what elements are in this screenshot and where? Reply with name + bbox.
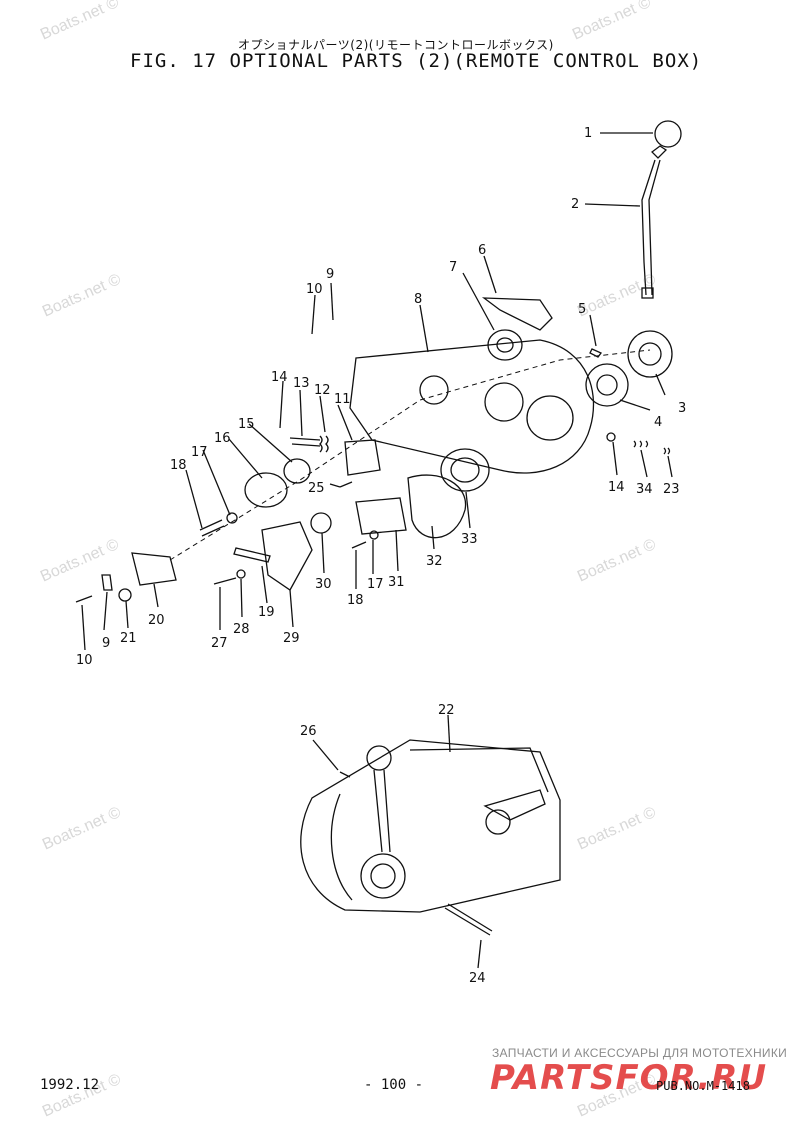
spring-part xyxy=(319,435,329,453)
brand-tagline: ЗАПЧАСТИ И АКСЕССУАРЫ ДЛЯ МОТОТЕХНИКИ xyxy=(492,1046,788,1060)
callout-14: 14 xyxy=(271,370,288,385)
callout-18: 18 xyxy=(170,458,187,473)
callout-10: 10 xyxy=(76,653,93,668)
callout-10: 10 xyxy=(306,282,323,297)
cam-plate-part xyxy=(261,521,313,591)
callout-2: 2 xyxy=(571,197,579,212)
arm-part xyxy=(481,297,553,331)
footer-page-number: - 100 - xyxy=(364,1077,424,1093)
callout-9: 9 xyxy=(102,636,110,651)
callout-26: 26 xyxy=(300,724,317,739)
callout-34: 34 xyxy=(636,482,653,497)
footer-date: 1992.12 xyxy=(40,1077,100,1093)
bush-part xyxy=(310,512,332,534)
lever-top xyxy=(651,145,668,159)
brand-logo: PARTSFOR.RU xyxy=(490,1058,768,1098)
assembled-control-box xyxy=(300,739,561,913)
callout-4: 4 xyxy=(654,415,662,430)
bolt-part xyxy=(199,519,225,537)
callout-6: 6 xyxy=(478,243,486,258)
bracket-part xyxy=(131,552,177,586)
callout-27: 27 xyxy=(211,636,228,651)
callout-25: 25 xyxy=(308,481,325,496)
callout-15: 15 xyxy=(238,417,255,432)
callout-30: 30 xyxy=(315,577,332,592)
pin-part xyxy=(289,437,321,447)
callout-31: 31 xyxy=(388,575,405,590)
callout-17: 17 xyxy=(367,577,384,592)
callout-24: 24 xyxy=(469,971,486,986)
callout-32: 32 xyxy=(426,554,443,569)
cam-lever-part xyxy=(233,547,271,563)
pin-part xyxy=(589,348,603,358)
plate-part xyxy=(344,439,381,476)
callout-29: 29 xyxy=(283,631,300,646)
figure-subtitle-japanese: オプショナルパーツ(2)(リモートコントロールボックス) xyxy=(238,38,554,52)
callout-19: 19 xyxy=(258,605,275,620)
gear-part xyxy=(407,474,467,539)
callout-9: 9 xyxy=(326,267,334,282)
callout-33: 33 xyxy=(461,532,478,547)
callout-3: 3 xyxy=(678,401,686,416)
callout-14: 14 xyxy=(608,480,625,495)
callout-8: 8 xyxy=(414,292,422,307)
callout-23: 23 xyxy=(663,482,680,497)
callout-28: 28 xyxy=(233,622,250,637)
figure-title: FIG. 17 OPTIONAL PARTS (2)(REMOTE CONTRO… xyxy=(130,50,703,72)
callout-13: 13 xyxy=(293,376,310,391)
knob-part xyxy=(654,120,682,148)
ring-part xyxy=(440,448,490,492)
lever-tip xyxy=(641,287,654,299)
callout-12: 12 xyxy=(314,383,331,398)
callout-18: 18 xyxy=(347,593,364,608)
assembled-arm xyxy=(483,789,546,821)
callout-7: 7 xyxy=(449,260,457,275)
callout-17: 17 xyxy=(191,445,208,460)
housing-part xyxy=(349,339,595,474)
callout-20: 20 xyxy=(148,613,165,628)
callout-16: 16 xyxy=(214,431,231,446)
collar-part xyxy=(585,363,629,407)
assembled-knob xyxy=(366,745,392,771)
assembled-lever xyxy=(373,769,391,853)
callout-1: 1 xyxy=(584,126,592,141)
hub-part xyxy=(627,330,673,378)
callout-22: 22 xyxy=(438,703,455,718)
lever-rod xyxy=(641,159,661,296)
disc-part xyxy=(244,472,288,508)
callout-5: 5 xyxy=(578,302,586,317)
footer-publication-number: PUB.NO.M-1418 xyxy=(656,1079,750,1093)
washer-part xyxy=(283,458,311,484)
stopper-plate-part xyxy=(355,497,407,535)
callout-21: 21 xyxy=(120,631,137,646)
callout-11: 11 xyxy=(334,392,351,407)
